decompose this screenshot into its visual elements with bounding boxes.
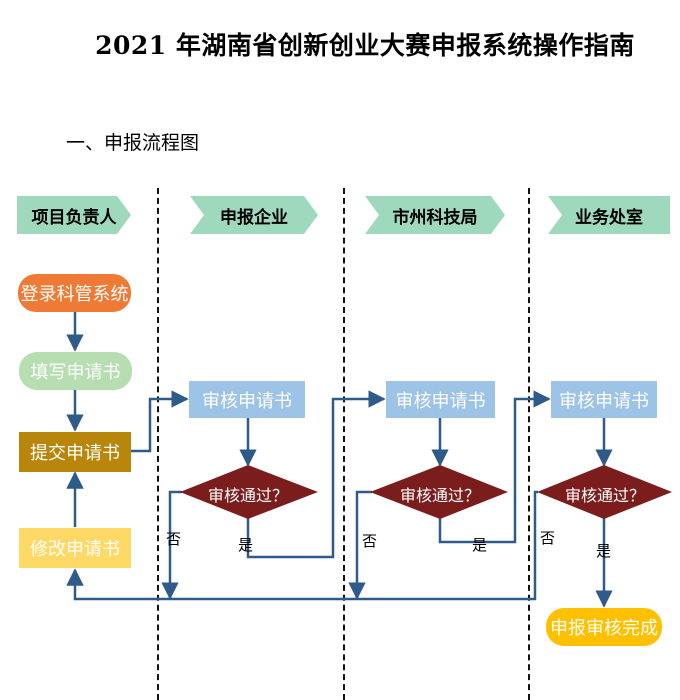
decision-diamond-city (370, 465, 508, 519)
lane-label: 市州科技局 (392, 207, 478, 228)
lane-header-office: 业务处室 (548, 196, 670, 234)
edge-label-yes: 是 (472, 536, 488, 554)
node-label: 审核申请书 (395, 390, 486, 412)
decision-label-company: 审核通过？ (207, 486, 288, 505)
decision-label-office: 审核通过？ (564, 486, 645, 505)
node-modify-application: 修改申请书 (19, 528, 131, 568)
arrow-submit-to-company (131, 390, 189, 453)
edge-label-no: 否 (540, 529, 556, 547)
lane-divider (528, 188, 530, 700)
arrow-company-yes-to-city (246, 390, 386, 559)
node-submit-application: 提交申请书 (19, 432, 131, 472)
node-label: 审核申请书 (202, 390, 292, 412)
lane-header-applicant: 项目负责人 (17, 196, 131, 234)
decision-diamond-company (180, 465, 318, 519)
section-heading: 一、申报流程图 (66, 132, 200, 154)
node-label: 填写申请书 (30, 362, 121, 383)
document-title: 2021 年湖南省创新创业大赛申报系统操作指南 (95, 31, 635, 60)
node-review-complete: 申报审核完成 (546, 608, 662, 646)
arrow-office-no-return (66, 490, 538, 601)
edge-label-no: 否 (362, 532, 378, 550)
arrow-city-no-down (348, 490, 372, 600)
lane-header-company: 申报企业 (190, 196, 318, 234)
arrow-company-no-down (161, 490, 182, 600)
lane-label: 项目负责人 (31, 207, 117, 228)
lane-label: 业务处室 (575, 207, 643, 228)
node-label: 提交申请书 (30, 443, 120, 464)
decision-diamond-office (537, 465, 672, 519)
edge-label-yes: 是 (238, 536, 254, 554)
node-label: 申报审核完成 (550, 618, 658, 639)
node-login-system: 登录科管系统 (18, 274, 131, 312)
edge-label-no: 否 (166, 530, 182, 548)
node-company-review: 审核申请书 (189, 381, 305, 418)
node-label: 修改申请书 (30, 539, 120, 560)
lane-header-city-bureau: 市州科技局 (365, 196, 505, 234)
node-fill-application: 填写申请书 (19, 352, 132, 390)
lane-divider (157, 188, 159, 700)
arrow-city-yes-to-office (438, 390, 551, 544)
node-label: 登录科管系统 (20, 284, 129, 305)
decision-label-city: 审核通过？ (399, 486, 480, 505)
lane-label: 申报企业 (220, 207, 288, 228)
node-office-review: 审核申请书 (551, 381, 657, 418)
node-city-review: 审核申请书 (386, 381, 495, 418)
edge-label-yes: 是 (596, 542, 612, 560)
node-label: 审核申请书 (559, 390, 649, 412)
lane-divider (343, 188, 345, 700)
